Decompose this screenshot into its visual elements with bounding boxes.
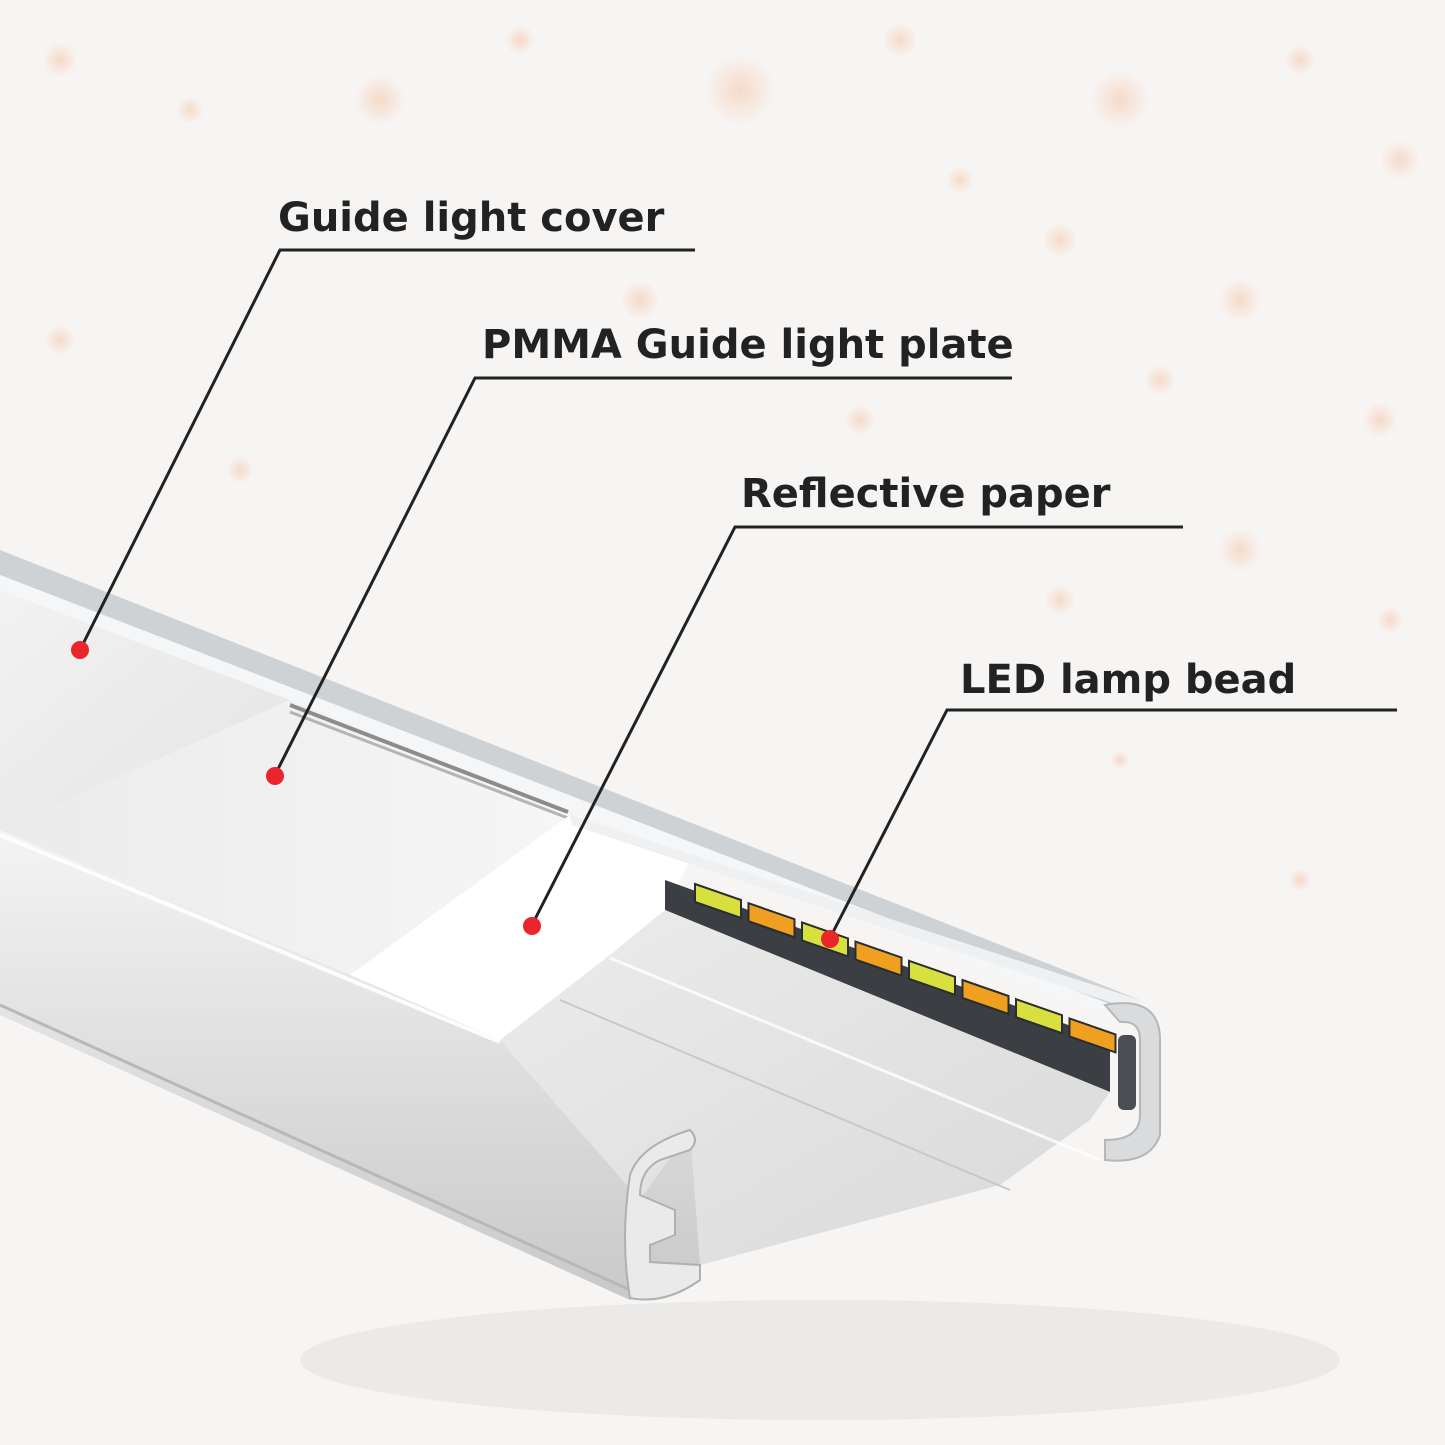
lamp-body: [0, 550, 1161, 1301]
led-channel: [665, 880, 1110, 1092]
led-bead: [908, 959, 956, 997]
marker-plate: [266, 767, 284, 785]
marker-led: [821, 930, 839, 948]
led-bead: [854, 940, 903, 978]
leader-line-paper: [530, 525, 1183, 926]
led-bead: [747, 901, 796, 939]
reflective-paper: [350, 815, 690, 1040]
led-bead: [1015, 997, 1063, 1035]
label-reflective-paper: Reflective paper: [741, 471, 1111, 517]
leader-line-led: [828, 708, 1397, 939]
led-bead: [961, 978, 1010, 1016]
led-bead: [694, 882, 742, 920]
leader-line-cover: [78, 248, 695, 651]
led-strip: [694, 882, 1117, 1054]
channel-floor: [500, 910, 1110, 1265]
label-pmma-plate: PMMA Guide light plate: [482, 322, 1014, 368]
end-cap-front: [624, 1128, 701, 1301]
marker-cover: [71, 641, 89, 659]
markers: [71, 641, 839, 948]
end-cap-right: [1103, 1002, 1161, 1162]
led-bead: [1068, 1016, 1117, 1054]
label-guide-light-cover: Guide light cover: [278, 195, 665, 241]
marker-paper: [523, 917, 541, 935]
leader-lines: [78, 248, 1397, 939]
leader-line-plate: [273, 376, 1012, 776]
label-led-bead: LED lamp bead: [960, 657, 1297, 703]
bokeh-dots: [42, 22, 1420, 892]
front-housing: [0, 830, 700, 1300]
